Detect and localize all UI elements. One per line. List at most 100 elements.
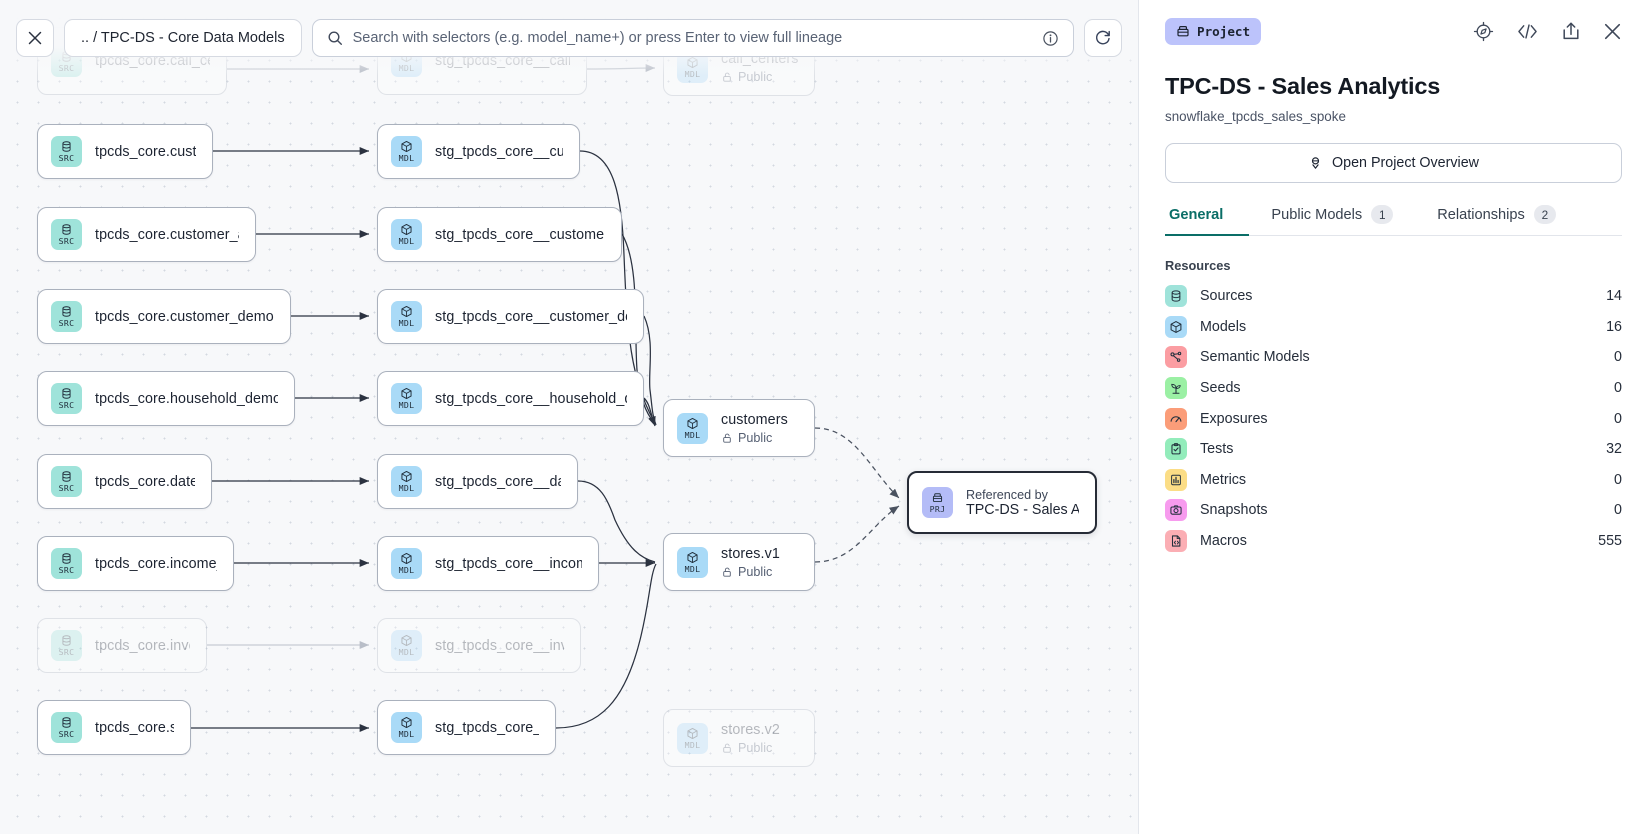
cube-icon [687, 417, 698, 429]
node-type-badge-mdl: MDL [391, 630, 422, 661]
node-label: stg_tpcds_core__store [435, 719, 539, 736]
node-type-badge-src: SRC [51, 301, 82, 332]
node-type-badge-src: SRC [51, 712, 82, 743]
lineage-node-mdl_stores_v1[interactable]: MDL stores.v1 Public [663, 533, 815, 591]
node-visibility: Public [721, 565, 780, 579]
lock-open-icon [723, 743, 731, 753]
lineage-node-mdl_stores_v2[interactable]: MDL stores.v2 Public [663, 709, 815, 767]
lineage-node-mdl_stg_date_dim[interactable]: MDL stg_tpcds_core__date_dim [377, 454, 578, 509]
lineage-node-mdl_stg_customer_demographics[interactable]: MDL stg_tpcds_core__customer_demogra… [377, 289, 644, 344]
lineage-node-src_customer_demographics[interactable]: SRC tpcds_core.customer_demographics [37, 289, 291, 344]
lineage-node-mdl_stg_inventory[interactable]: MDL stg_tpcds_core__inventory [377, 618, 581, 673]
node-text: stg_tpcds_core__customer [435, 144, 563, 160]
database-icon [1165, 285, 1187, 308]
bar-chart-icon [1171, 474, 1181, 486]
resource-row-snapshots[interactable]: Snapshots 0 [1165, 495, 1622, 526]
camera-icon [1165, 499, 1187, 522]
explore-compass-icon[interactable] [1473, 21, 1494, 42]
lineage-node-src_household_demographics[interactable]: SRC tpcds_core.household_demographics [37, 371, 295, 426]
seedling-icon [1165, 377, 1187, 400]
info-icon[interactable] [1042, 30, 1059, 47]
gauge-icon [1165, 407, 1187, 430]
node-label: stg_tpcds_core__customer_address [435, 226, 605, 243]
resource-row-tests[interactable]: Tests 32 [1165, 434, 1622, 465]
lineage-node-prj_referenced_by[interactable]: PRJ Referenced by TPC-DS - Sales Analyti… [907, 471, 1097, 534]
camera-icon [1170, 505, 1182, 516]
lineage-node-src_store[interactable]: SRC tpcds_core.store [37, 700, 191, 755]
database-icon [62, 635, 71, 647]
node-label: stg_tpcds_core__date_dim [435, 473, 561, 490]
resource-label: Snapshots [1200, 502, 1268, 519]
lineage-node-src_inventory[interactable]: SRC tpcds_core.inventory [37, 618, 207, 673]
database-icon [62, 717, 71, 729]
resource-row-seeds[interactable]: Seeds 0 [1165, 373, 1622, 404]
search-input[interactable] [352, 30, 1032, 46]
node-type-badge-mdl: MDL [677, 546, 708, 578]
tab-count-badge: 2 [1533, 205, 1556, 224]
node-text: tpcds_core.household_demographics [95, 391, 278, 407]
node-label: stores.v2 [721, 721, 780, 738]
lineage-node-mdl_customers[interactable]: MDL customers Public [663, 399, 815, 457]
lock-open-icon [723, 433, 731, 443]
node-label: stg_tpcds_core__household_demogr… [435, 390, 627, 407]
resource-label: Semantic Models [1200, 349, 1310, 366]
canvas-toolbar: .. / TPC-DS - Core Data Models [0, 0, 1138, 76]
node-text: tpcds_core.customer [95, 144, 196, 160]
search-bar[interactable] [311, 19, 1074, 57]
node-label: tpcds_core.customer [95, 143, 196, 160]
node-text: stg_tpcds_core__customer_demogra… [435, 309, 627, 325]
gauge-icon [1170, 415, 1182, 422]
node-text: stores.v1 Public [721, 546, 780, 579]
lineage-node-src_customer_address[interactable]: SRC tpcds_core.customer_address [37, 207, 256, 262]
close-panel-icon[interactable] [1603, 22, 1622, 41]
resource-count: 14 [1606, 288, 1622, 305]
cube-icon [401, 388, 412, 400]
refresh-button[interactable] [1084, 19, 1122, 57]
lineage-node-mdl_stg_household_demographics[interactable]: MDL stg_tpcds_core__household_demogr… [377, 371, 644, 426]
resource-row-metrics[interactable]: Metrics 0 [1165, 465, 1622, 496]
lineage-node-src_customer[interactable]: SRC tpcds_core.customer [37, 124, 213, 179]
node-label: tpcds_core.inventory [95, 637, 190, 654]
close-lineage-button[interactable] [16, 19, 54, 57]
resource-row-exposures[interactable]: Exposures 0 [1165, 403, 1622, 434]
database-icon [62, 388, 71, 400]
code-icon[interactable] [1516, 22, 1539, 41]
lineage-node-mdl_stg_customer_address[interactable]: MDL stg_tpcds_core__customer_address [377, 207, 622, 262]
node-visibility-label: Public [738, 564, 773, 579]
resources-heading: Resources [1165, 258, 1231, 273]
resource-count: 0 [1614, 502, 1622, 519]
project-chip[interactable]: Project [1165, 17, 1262, 45]
lock-open-icon [723, 567, 731, 577]
node-type-badge-mdl: MDL [677, 722, 708, 754]
resource-row-sources[interactable]: Sources 14 [1165, 281, 1622, 312]
node-text: tpcds_core.store [95, 720, 174, 736]
lineage-node-mdl_stg_store[interactable]: MDL stg_tpcds_core__store [377, 700, 556, 755]
cube-icon [401, 717, 412, 729]
breadcrumb[interactable]: .. / TPC-DS - Core Data Models [64, 19, 302, 57]
database-icon [1171, 290, 1181, 302]
resource-row-macros[interactable]: Macros 555 [1165, 526, 1622, 557]
resource-label: Models [1200, 318, 1247, 335]
node-type-badge-src: SRC [51, 219, 82, 250]
cube-icon [1165, 315, 1187, 338]
lineage-canvas[interactable]: .. / TPC-DS - Core Data Models [0, 0, 1139, 834]
node-type-badge-src: SRC [51, 136, 82, 167]
resource-row-semantic-models[interactable]: Semantic Models 0 [1165, 342, 1622, 373]
node-label: stg_tpcds_core__customer [435, 143, 563, 160]
lineage-node-mdl_stg_customer[interactable]: MDL stg_tpcds_core__customer [377, 124, 580, 179]
tab-general[interactable]: General [1165, 205, 1250, 236]
resource-count: 32 [1606, 441, 1622, 458]
open-project-overview-button[interactable]: Open Project Overview [1165, 143, 1622, 183]
share-icon[interactable] [1561, 21, 1581, 42]
node-text: stg_tpcds_core__date_dim [435, 474, 561, 490]
cube-icon [687, 727, 698, 739]
file-code-icon [1165, 530, 1187, 553]
lineage-node-mdl_stg_income_band[interactable]: MDL stg_tpcds_core__income_band [377, 536, 599, 591]
lineage-node-src_date_dim[interactable]: SRC tpcds_core.date_dim [37, 454, 212, 509]
project-icon [1177, 26, 1189, 37]
lineage-node-src_income_band[interactable]: SRC tpcds_core.income_band [37, 536, 234, 591]
resource-row-models[interactable]: Models 16 [1165, 312, 1622, 343]
